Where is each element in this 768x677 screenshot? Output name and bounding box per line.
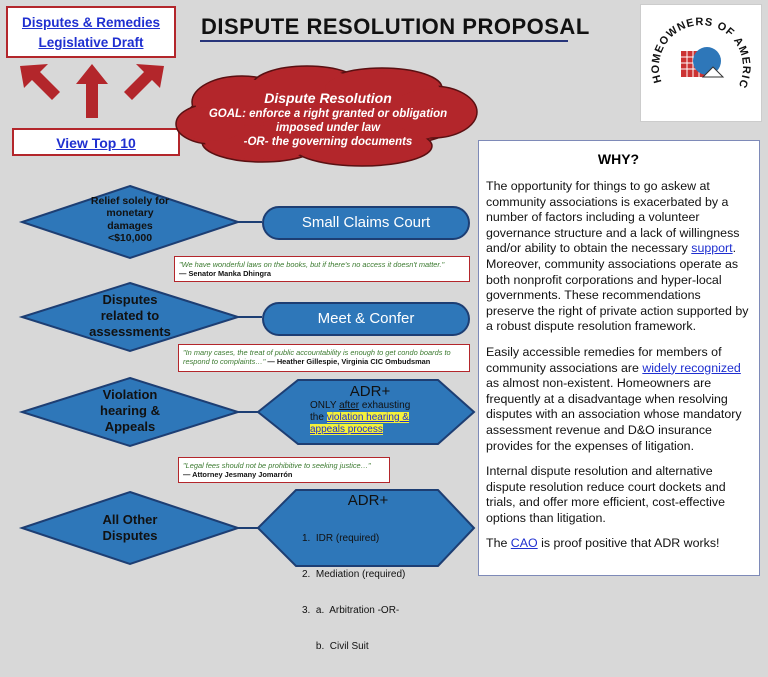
diamond-relief-line1: Relief solely for [90,195,170,207]
adr-1-line3: appeals process [310,424,440,436]
diamond-violation-line3: Appeals [104,419,156,434]
arrow-up-left-icon [20,64,60,100]
goal-cloud [175,65,478,167]
view-top-10-button[interactable]: View Top 10 [12,128,180,156]
quote-gillespie-text: "In many cases, the treat of public acco… [183,348,451,367]
why-p1-pre: The opportunity for things to go askew a… [486,179,740,256]
cao-link[interactable]: CAO [510,536,538,551]
meet-confer-node: Meet & Confer [262,302,470,336]
adr-1-line2: the violation hearing & [310,412,440,424]
adr-2-list: 1. IDR (required) 2. Mediation (required… [302,509,438,677]
diamond-relief [18,184,242,260]
adr-2-item-4: b. Civil Suit [302,641,369,652]
why-p2-pre: Easily accessible remedies for members o… [486,344,722,375]
svg-text:HOMEOWNERS OF AMERICA UNITED: HOMEOWNERS OF AMERICA UNITED [641,5,752,90]
adr-2-title: ADR+ [347,492,389,509]
why-paragraph-4: The CAO is proof positive that ADR works… [486,536,751,552]
adr-shape-2 [256,489,476,567]
diamond-violation-line2: hearing & [100,403,160,418]
why-p1-post: . Moreover, community associations opera… [486,241,749,334]
widely-recognized-link[interactable]: widely recognized [642,360,741,375]
diamond-other-line2: Disputes [102,528,158,543]
cloud-heading: Dispute Resolution [264,90,392,106]
flow-diagram [18,184,476,567]
logo: HOMEOWNERS OF AMERICA UNITED [637,0,762,122]
adr-2-content: ADR+ 1. IDR (required) 2. Mediation (req… [298,492,438,677]
view-top-10-label: View Top 10 [56,135,136,151]
appeals-process-link[interactable]: appeals process [310,424,383,435]
arrow-up-icon [76,64,108,118]
diamond-assessments-line1: Disputes [102,292,158,307]
small-claims-court-label: Small Claims Court [301,214,431,231]
quote-dhingra-author: — Senator Manka Dhingra [179,269,271,279]
diamond-other-line1: All Other [102,512,158,527]
adr-2-item-3: 3. a. Arbitration -OR- [302,605,400,616]
arrows-graphic [20,64,164,118]
adr-1-title: ADR+ [349,383,391,400]
diamond-relief-line4: <$10,000 [107,232,153,245]
adr-1-line1-pre: ONLY [310,400,340,411]
adr-1-after-text: after [339,400,360,411]
adr-2-item-1: 1. IDR (required) [302,533,380,544]
small-claims-court-node: Small Claims Court [262,206,470,240]
why-p4-pre: The [486,536,511,551]
cloud-goal-line2: imposed under law [275,122,381,134]
house-icon [681,47,725,78]
cloud-text: Dispute Resolution GOAL: enforce a right… [190,90,466,149]
adr-2-item-2: 2. Mediation (required) [302,569,406,580]
violation-hearing-link[interactable]: violation hearing & [326,412,409,423]
why-paragraph-3: Internal dispute resolution and alternat… [486,464,726,525]
cloud-goal-line3: -OR- the governing documents [243,136,413,148]
adr-1-content: ADR+ ONLY after exhausting the violation… [300,383,440,436]
why-paragraph-2: Easily accessible remedies for members o… [486,345,751,454]
diamond-relief-line2: monetary [106,207,154,220]
support-link[interactable]: support [691,241,733,256]
logo-graphic: HOMEOWNERS OF AMERICA UNITED [637,0,752,90]
legislative-draft-line2: Legislative Draft [38,35,144,50]
why-heading: WHY? [597,151,640,167]
diamond-assessments [18,281,242,353]
legislative-draft-line1: Disputes & Remedies [21,15,161,30]
why-p2-post: as almost non-existent. Homeowners are f… [486,376,742,453]
legislative-draft-link[interactable]: Disputes & Remedies Legislative Draft [6,6,176,58]
diamond-violation-label: Violation hearing & Appeals [72,387,188,435]
adr-1-line1: ONLY after exhausting [310,400,440,412]
diamond-relief-label: Relief solely for monetary damages <$10,… [72,195,188,245]
diamond-violation-line1: Violation [102,387,158,402]
quote-gillespie: "In many cases, the treat of public acco… [178,344,470,372]
arrow-up-right-icon [124,64,164,100]
meet-confer-label: Meet & Confer [317,310,415,327]
adr-1-line2-pre: the [310,412,327,423]
quote-gillespie-author: — Heather Gillespie, Virginia CIC Ombuds… [265,357,431,367]
diamond-assessments-label: Disputes related to assessments [72,292,188,340]
page-title: DISPUTE RESOLUTION PROPOSAL [201,14,590,39]
why-panel: WHY? The opportunity for things to go as… [478,140,760,576]
adr-1-body: ONLY after exhausting the violation hear… [310,400,440,436]
diamond-relief-line3: damages [107,219,153,232]
quote-dhingra-text: "We have wonderful laws on the books, bu… [179,260,445,269]
diamond-violation [18,376,242,448]
quote-dhingra: "We have wonderful laws on the books, bu… [174,256,470,282]
why-paragraph-1: The opportunity for things to go askew a… [486,179,751,335]
cloud-goal-line1: GOAL: enforce a right granted or obligat… [208,108,448,120]
quote-jomarron-text: "Legal fees should not be prohibitive to… [183,461,371,470]
quote-jomarron-author: — Attorney Jesmany Jomarrón [183,470,293,480]
diamond-other [18,490,242,566]
diamond-assessments-line2: related to [100,308,160,323]
title-underline [200,40,568,42]
quote-jomarron: "Legal fees should not be prohibitive to… [178,457,390,483]
diamond-other-label: All Other Disputes [72,512,188,544]
diamond-assessments-line3: assessments [89,324,171,339]
why-p4-post: is proof positive that ADR works! [537,536,720,551]
adr-1-line1-post: exhausting [359,400,411,411]
logo-text: HOMEOWNERS OF AMERICA UNITED [637,0,752,90]
